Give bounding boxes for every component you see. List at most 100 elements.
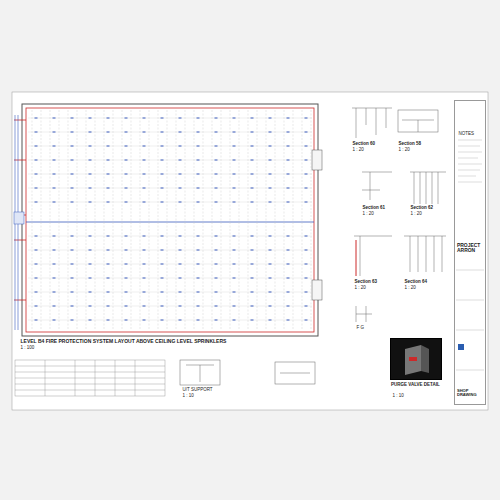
- sprinkler-head: [269, 264, 272, 265]
- sprinkler-head: [287, 132, 290, 133]
- sprinkler-head: [287, 250, 290, 251]
- grid-line: [302, 110, 303, 330]
- grid-line: [167, 110, 168, 330]
- sprinkler-head: [251, 160, 254, 161]
- sprinkler-head: [143, 264, 146, 265]
- sprinkler-head: [71, 202, 74, 203]
- grid-line: [176, 110, 177, 330]
- sprinkler-head: [143, 146, 146, 147]
- sprinkler-head: [161, 188, 164, 189]
- sprinkler-head: [35, 306, 38, 307]
- sprinkler-head: [269, 146, 272, 147]
- sprinkler-head: [107, 264, 110, 265]
- detail-sketch: [280, 373, 310, 374]
- grid-line: [50, 110, 51, 330]
- label: 1 : 20: [354, 286, 366, 291]
- sprinkler-head: [179, 236, 182, 237]
- sprinkler-head: [125, 188, 128, 189]
- sprinkler-head: [197, 292, 200, 293]
- sprinkler-head: [161, 174, 164, 175]
- sprinkler-head: [89, 202, 92, 203]
- sprinkler-head: [251, 320, 254, 321]
- sprinkler-head: [215, 264, 218, 265]
- sprinkler-head: [179, 320, 182, 321]
- sprinkler-head: [161, 320, 164, 321]
- sprinkler-head: [287, 202, 290, 203]
- sprinkler-head: [233, 292, 236, 293]
- sprinkler-head: [89, 160, 92, 161]
- sprinkler-head: [215, 174, 218, 175]
- sprinkler-head: [35, 292, 38, 293]
- sprinkler-head: [305, 236, 308, 237]
- grid-line: [275, 110, 276, 330]
- sprinkler-head: [251, 118, 254, 119]
- branch-line: [28, 264, 312, 265]
- sprinkler-head: [179, 292, 182, 293]
- sprinkler-head: [233, 278, 236, 279]
- sprinkler-head: [197, 264, 200, 265]
- node-heading: PURGE VALVE DETAIL: [391, 383, 440, 388]
- sprinkler-head: [35, 320, 38, 321]
- sprinkler-head: [233, 264, 236, 265]
- section-sketch: [398, 110, 438, 132]
- sprinkler-head: [71, 250, 74, 251]
- label: 1 : 20: [404, 286, 416, 291]
- sprinkler-head: [143, 174, 146, 175]
- sprinkler-head: [89, 250, 92, 251]
- sprinkler-head: [197, 188, 200, 189]
- sprinkler-head: [233, 146, 236, 147]
- sprinkler-head: [215, 278, 218, 279]
- sprinkler-head: [107, 160, 110, 161]
- sprinkler-head: [287, 278, 290, 279]
- sprinkler-head: [53, 202, 56, 203]
- sprinkler-head: [179, 174, 182, 175]
- grid-line: [221, 110, 222, 330]
- sprinkler-head: [287, 160, 290, 161]
- sprinkler-head: [161, 292, 164, 293]
- sprinkler-head: [179, 146, 182, 147]
- sprinkler-head: [35, 132, 38, 133]
- wall-face: [405, 345, 421, 375]
- sprinkler-head: [89, 236, 92, 237]
- sprinkler-head: [305, 202, 308, 203]
- sprinkler-head: [35, 264, 38, 265]
- grid-line: [284, 110, 285, 330]
- stair-core: [312, 280, 322, 300]
- sprinkler-head: [161, 132, 164, 133]
- sprinkler-head: [179, 250, 182, 251]
- sprinkler-head: [161, 160, 164, 161]
- sprinkler-head: [89, 320, 92, 321]
- label: 1 : 20: [362, 212, 374, 217]
- sprinkler-head: [305, 160, 308, 161]
- sprinkler-head: [269, 188, 272, 189]
- label: Section 58: [398, 142, 422, 147]
- sprinkler-head: [305, 250, 308, 251]
- sprinkler-head: [287, 146, 290, 147]
- valve: [409, 357, 417, 361]
- sprinkler-head: [89, 118, 92, 119]
- grid-line: [248, 110, 249, 330]
- sprinkler-head: [251, 306, 254, 307]
- sprinkler-head: [35, 188, 38, 189]
- grid-line: [266, 110, 267, 330]
- sprinkler-head: [35, 278, 38, 279]
- section-sketch: [354, 236, 392, 276]
- sprinkler-head: [53, 264, 56, 265]
- sprinkler-head: [89, 306, 92, 307]
- node-heading: PROJECT ARRON: [457, 243, 486, 254]
- sprinkler-head: [197, 118, 200, 119]
- block-dividers: [456, 270, 484, 370]
- grid-line: [104, 110, 105, 330]
- sprinkler-head: [53, 250, 56, 251]
- sprinkler-head: [233, 118, 236, 119]
- title-block: PROJECT ARRONSHOP DRAWING: [454, 100, 486, 405]
- sprinkler-head: [215, 160, 218, 161]
- grid-line: [194, 110, 195, 330]
- grid-line: [158, 110, 159, 330]
- sprinkler-head: [107, 118, 110, 119]
- sprinkler-head: [125, 146, 128, 147]
- sprinkler-head: [53, 320, 56, 321]
- sprinkler-head: [143, 250, 146, 251]
